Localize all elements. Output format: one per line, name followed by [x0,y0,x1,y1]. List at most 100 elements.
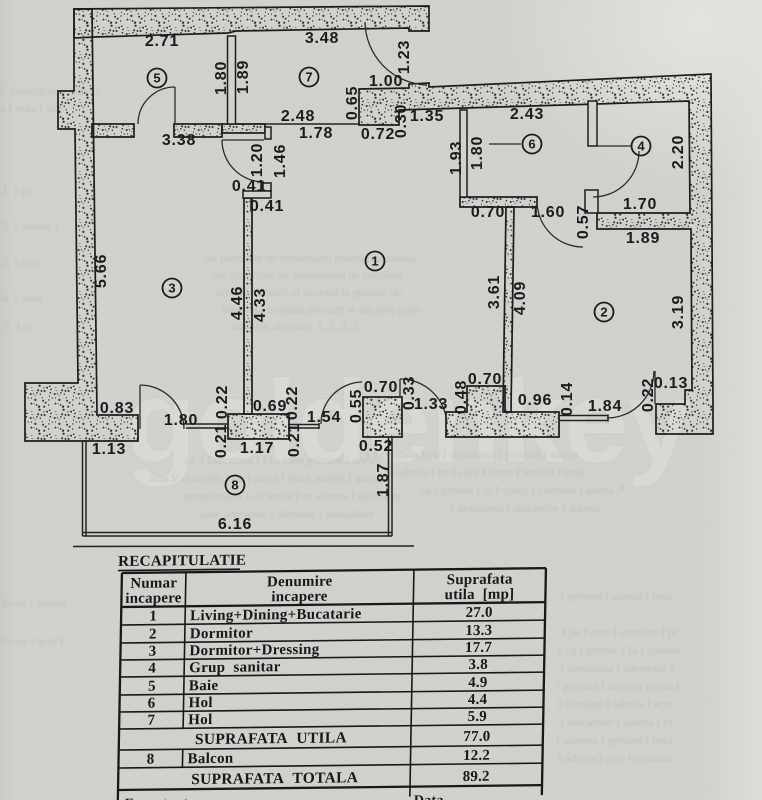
svg-text:Tema I adresa: Tema I adresa [0,596,68,610]
svg-text:3.19: 3.19 [670,295,687,329]
svg-text:I adresa I acte I comune: I adresa I acte I comune [558,751,673,765]
svg-text:cu I privire I la I spatii I c: cu I privire I la I spatii I comune I an… [420,483,615,497]
svg-text:aferente dotarii si accesul la: aferente dotarii si accesul la spatiile … [216,285,402,299]
svg-text:3.8: 3.8 [468,657,488,673]
svg-text:nu elemente de constructii pri: nu elemente de constructii privind supra… [205,251,417,265]
svg-text:4.4: 4.4 [468,692,488,708]
svg-text:1.93: 1.93 [448,141,465,175]
svg-text:0.33: 0.33 [401,376,418,410]
svg-text:0.55: 0.55 [348,389,365,423]
svg-text:RECAPITULATIE: RECAPITULATIE [118,552,246,570]
svg-text:6: 6 [528,137,535,152]
svg-text:incapere: incapere [271,589,328,606]
svg-text:Living+Dining+Bucatarie: Living+Dining+Bucatarie [190,606,362,624]
svg-text:4.9: 4.9 [468,675,488,691]
svg-text:SUPRAFATA UTILA: SUPRAFATA UTILA [195,729,348,748]
svg-text:I cu I privire I la I spatiile: I cu I privire I la I spatiile [558,643,682,657]
svg-text:0.70: 0.70 [468,371,502,388]
svg-text:0.22: 0.22 [640,378,657,412]
svg-text:0.52: 0.52 [359,438,393,455]
svg-text:1.89: 1.89 [235,60,252,94]
svg-text:3. I acte: 3. I acte [2,255,40,269]
svg-text:4: 4 [637,139,645,154]
svg-text:2.20: 2.20 [670,135,687,169]
svg-text:1. I pr: 1. I pr [2,183,31,197]
svg-text:12.2: 12.2 [463,748,490,764]
svg-text:6: 6 [148,696,156,712]
svg-text:goldenkey: goldenkey [125,356,692,488]
svg-text:goldenkey: goldenkey [125,356,692,488]
svg-text:1.17: 1.17 [240,440,274,457]
svg-text:1.35: 1.35 [410,108,444,125]
svg-text:a I nota I acte: a I nota I acte [0,101,65,115]
svg-text:1.60: 1.60 [531,204,565,221]
svg-text:1: 1 [149,609,157,625]
svg-text:2.71: 2.71 [145,33,179,50]
svg-text:care adreselor I aferenta I al: care adreselor I aferenta I alocatiilor [200,507,374,521]
svg-text:1: 1 [371,254,378,269]
svg-text:0.83: 0.83 [100,400,134,417]
svg-text:I privind I adresa I nota: I privind I adresa I nota [560,589,674,603]
svg-text:27.0: 27.0 [465,605,492,621]
svg-text:I adresa I pe I care I acest I: I adresa I pe I care I acest I imobil I … [390,465,586,479]
svg-text:1.13: 1.13 [92,441,126,458]
svg-text:incapere: incapere [125,590,182,607]
svg-text:8: 8 [231,478,238,493]
svg-text:Dormitor+Dressing: Dormitor+Dressing [189,642,319,659]
svg-text:8: 8 [147,752,155,768]
svg-text:Grup sanitar: Grup sanitar [189,659,281,676]
svg-text:77.0: 77.0 [463,729,490,745]
svg-text:I destinatia I alocarilor I ad: I destinatia I alocarilor I adresa [450,501,600,515]
svg-text:I comune I adresa I acte: I comune I adresa I acte [558,697,673,711]
svg-text:1.46: 1.46 [272,144,289,178]
svg-text:0.65: 0.65 [344,86,361,120]
svg-text:I destinatia I adreselor I: I destinatia I adreselor I [560,661,674,675]
svg-text:I nota I acte I: I nota I acte I [0,634,64,648]
svg-text:Hol: Hol [188,712,213,728]
svg-text:0.48: 0.48 [453,380,470,414]
svg-text:Data: Data [414,793,444,800]
svg-text:a I centrala I cu I destinatia: a I centrala I cu I destinatia I privind… [365,447,579,461]
svg-text:0.70: 0.70 [364,379,398,396]
svg-text:Dormitor: Dormitor [190,625,254,642]
svg-text:4: 4 [148,661,156,677]
svg-text:1.70: 1.70 [623,196,657,213]
svg-text:1.23: 1.23 [396,40,413,74]
svg-text:alin V criteriile I de I acest: alin V criteriile I de I acest I fiind i… [150,471,384,485]
svg-text:net criteriilor de apartament: net criteriilor de apartament de locuint… [212,268,402,282]
svg-text:I privind I acestea I nota I: I privind I acestea I nota I [556,679,680,693]
svg-text:1.89: 1.89 [626,230,660,247]
svg-text:17.7: 17.7 [465,640,493,656]
svg-text:3.61: 3.61 [486,275,503,309]
svg-text:1.20: 1.20 [249,143,266,177]
svg-text:1.87: 1.87 [375,463,392,497]
svg-text:adresele aferente. 1, 2, 3, 5: adresele aferente. 1, 2, 3, 5 [230,319,359,333]
svg-text:I acestea I privind I nota: I acestea I privind I nota [556,733,674,747]
svg-text:4. I nota: 4. I nota [2,291,42,305]
svg-text:Suprafata: Suprafata [447,572,514,589]
svg-text:proprietatea I cu iesire I se: proprietatea I cu iesire I se alatura I … [185,489,402,503]
svg-text:1.78: 1.78 [299,125,333,142]
svg-text:Numar: Numar [130,575,177,592]
svg-text:5.66: 5.66 [93,254,110,288]
svg-text:SUPRAFATA TOTALA: SUPRAFATA TOTALA [191,769,359,788]
svg-text:1.80: 1.80 [469,136,486,170]
svg-text:2: 2 [149,627,157,643]
svg-text:5: 5 [153,71,160,86]
svg-text:4.09: 4.09 [512,281,529,315]
svg-text:6.16: 6.16 [218,516,252,533]
svg-text:89.2: 89.2 [463,769,490,785]
svg-text:Baie: Baie [189,678,219,694]
svg-text:1.80: 1.80 [213,61,230,95]
svg-text:1.80: 1.80 [164,412,198,429]
svg-text:0.96: 0.96 [518,392,552,409]
svg-text:ul. I Datorinta I I in stare p: ul. I Datorinta I I in stare privind I a… [185,453,381,467]
svg-text:utila [mp]: utila [mp] [444,586,514,603]
svg-text:3: 3 [168,281,175,296]
svg-text:0.41: 0.41 [232,178,266,195]
svg-text:0.22: 0.22 [214,385,231,419]
svg-text:1.00: 1.00 [369,73,403,90]
svg-text:0.21: 0.21 [213,424,230,458]
svg-text:0.72: 0.72 [361,126,395,143]
svg-text:I alocarilor I adresa I pr: I alocarilor I adresa I pr [560,715,674,729]
